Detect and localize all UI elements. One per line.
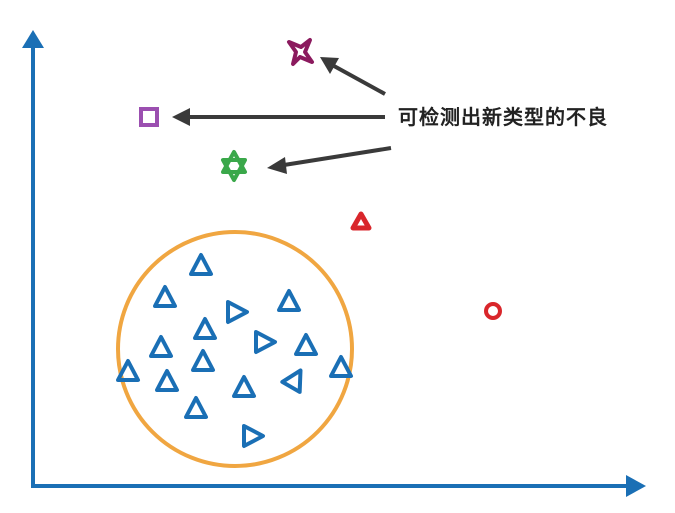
normal-sample-markers <box>116 253 353 448</box>
anomaly-markers <box>139 38 502 320</box>
six-point-star-icon <box>221 150 247 182</box>
axes <box>22 30 646 497</box>
arrow-to-star4 <box>333 64 386 96</box>
triangle-icon <box>329 355 353 378</box>
triangle-icon <box>191 349 215 372</box>
triangle-icon <box>232 375 256 398</box>
annotation-label: 可检测出新类型的不良 <box>398 105 608 129</box>
x-axis-arrowhead <box>626 475 646 497</box>
triangle-icon <box>155 369 179 392</box>
triangle-icon <box>189 253 213 276</box>
triangle-icon <box>242 424 265 448</box>
triangle-icon <box>226 300 249 324</box>
rounded-triangle-icon <box>350 211 372 231</box>
triangle-icon <box>280 368 303 394</box>
y-axis-arrowhead <box>22 30 44 48</box>
circle-icon <box>484 302 502 320</box>
normal-cluster-boundary <box>116 230 354 468</box>
square-icon <box>139 107 159 127</box>
triangle-icon <box>254 330 277 354</box>
annotation-arrows <box>172 57 392 174</box>
triangle-icon <box>149 335 173 358</box>
arrow-to-star6 <box>283 146 392 167</box>
triangle-icon <box>184 396 208 419</box>
arrow-to-star6-head <box>267 157 287 174</box>
arrow-to-square-head <box>172 108 190 126</box>
triangle-icon <box>294 333 318 356</box>
triangle-icon <box>277 289 301 312</box>
arrow-to-star4-head <box>320 57 339 74</box>
four-point-star-icon <box>287 38 314 66</box>
triangle-icon <box>116 359 140 382</box>
triangle-icon <box>153 285 177 308</box>
triangle-icon <box>193 317 217 340</box>
